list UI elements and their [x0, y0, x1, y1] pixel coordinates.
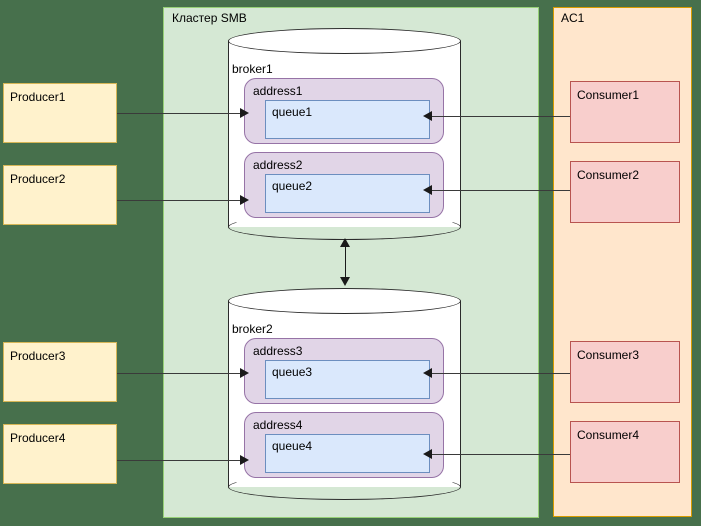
edge-consumer1-to-queue1: [432, 116, 570, 117]
address4-box[interactable]: address4 queue4: [244, 412, 444, 478]
edge-consumer3-arrowhead: [423, 368, 432, 378]
producer4-box[interactable]: Producer4: [3, 424, 117, 484]
broker1-cylinder-top: [228, 28, 461, 54]
edge-consumer4-arrowhead: [423, 449, 432, 459]
address3-label: address3: [253, 344, 303, 358]
ac1-label: AC1: [561, 11, 585, 25]
queue3-label: queue3: [272, 365, 313, 379]
address2-label: address2: [253, 158, 303, 172]
edge-consumer1-arrowhead: [423, 111, 432, 121]
address3-box[interactable]: address3 queue3: [244, 338, 444, 404]
edge-producer1-to-queue1: [117, 113, 243, 114]
consumer2-label: Consumer2: [577, 168, 640, 182]
consumer1-box[interactable]: Consumer1: [570, 81, 680, 143]
consumer4-box[interactable]: Consumer4: [570, 421, 680, 483]
address1-label: address1: [253, 84, 303, 98]
consumer3-box[interactable]: Consumer3: [570, 341, 680, 403]
producer4-label: Producer4: [10, 431, 66, 445]
queue2-label: queue2: [272, 179, 313, 193]
edge-producer4-to-queue4: [117, 460, 243, 461]
edge-consumer2-arrowhead: [423, 185, 432, 195]
producer2-label: Producer2: [10, 172, 66, 186]
broker1-label: broker1: [232, 62, 273, 76]
queue4-label: queue4: [272, 439, 313, 453]
producer3-label: Producer3: [10, 349, 66, 363]
edge-consumer2-to-queue2: [432, 190, 570, 191]
edge-broker-arrowhead-up: [340, 238, 350, 247]
broker2-cylinder-top: [228, 288, 461, 314]
address4-label: address4: [253, 418, 303, 432]
broker2-label: broker2: [232, 322, 273, 336]
producer2-box[interactable]: Producer2: [3, 165, 117, 225]
address1-box[interactable]: address1 queue1: [244, 78, 444, 144]
cluster-smb-label: Кластер SMB: [172, 11, 247, 25]
edge-broker-arrowhead-down: [340, 277, 350, 286]
edge-broker1-broker2: [345, 243, 346, 283]
consumer3-label: Consumer3: [577, 348, 640, 362]
queue1-box[interactable]: queue1: [265, 100, 430, 139]
queue3-box[interactable]: queue3: [265, 360, 430, 399]
edge-consumer3-to-queue3: [432, 373, 570, 374]
edge-producer2-arrowhead: [240, 195, 249, 205]
edge-producer3-to-queue3: [117, 373, 243, 374]
edge-producer2-to-queue2: [117, 200, 243, 201]
edge-producer4-arrowhead: [240, 455, 249, 465]
edge-producer1-arrowhead: [240, 108, 249, 118]
queue2-box[interactable]: queue2: [265, 174, 430, 213]
producer1-label: Producer1: [10, 90, 66, 104]
consumer2-box[interactable]: Consumer2: [570, 161, 680, 223]
producer3-box[interactable]: Producer3: [3, 342, 117, 402]
edge-consumer4-to-queue4: [432, 454, 570, 455]
broker2-cylinder-bottom: [228, 474, 461, 500]
queue4-box[interactable]: queue4: [265, 434, 430, 473]
address2-box[interactable]: address2 queue2: [244, 152, 444, 218]
queue1-label: queue1: [272, 105, 313, 119]
consumer4-label: Consumer4: [577, 428, 640, 442]
edge-producer3-arrowhead: [240, 368, 249, 378]
consumer1-label: Consumer1: [577, 88, 640, 102]
producer1-box[interactable]: Producer1: [3, 83, 117, 143]
